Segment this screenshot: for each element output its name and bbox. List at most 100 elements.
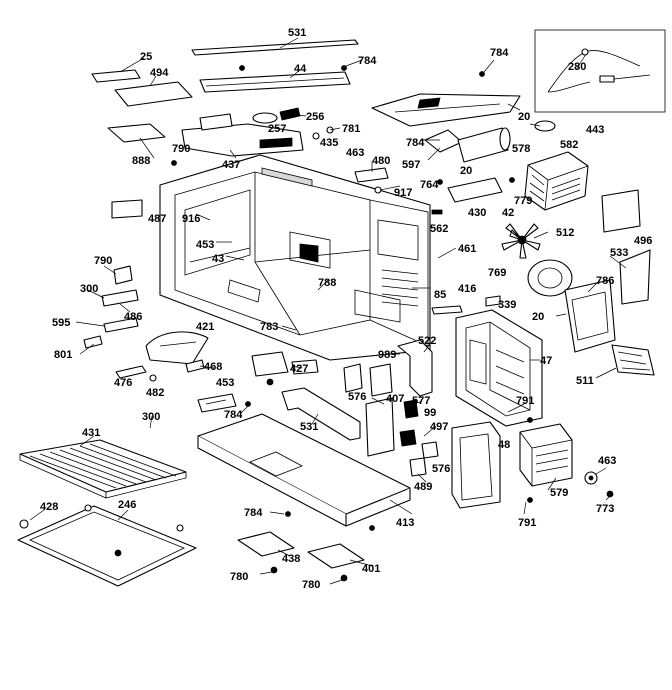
callout-label: 463 xyxy=(598,455,616,467)
part-578 xyxy=(457,127,509,163)
callout-label: 497 xyxy=(430,421,448,433)
callout-label: 489 xyxy=(414,481,432,493)
bracket-25 xyxy=(91,69,141,83)
callout-label: 257 xyxy=(268,123,286,135)
callout-label: 280 xyxy=(568,61,586,73)
callout-label: 256 xyxy=(306,111,324,123)
oven-rack-431 xyxy=(19,439,187,499)
callout-label: 494 xyxy=(150,67,169,79)
callout-label: 562 xyxy=(430,223,448,235)
callout-label: 246 xyxy=(118,499,136,511)
callout-label: 533 xyxy=(610,247,628,259)
callout-label: 407 xyxy=(386,393,404,405)
callout-label: 916 xyxy=(182,213,200,225)
top-rail-part xyxy=(191,39,359,56)
oven-cavity xyxy=(159,154,431,361)
callout-label: 578 xyxy=(512,143,530,155)
frame-786 xyxy=(564,279,616,353)
callout-label: 25 xyxy=(140,51,152,63)
callout-label: 784 xyxy=(490,47,509,59)
callout-label: 786 xyxy=(596,275,614,287)
callout-label: 453 xyxy=(196,239,214,251)
callout-label: 48 xyxy=(498,439,510,451)
callout-label: 531 xyxy=(300,421,318,433)
callout-label: 783 xyxy=(260,321,278,333)
plate-401 xyxy=(307,543,365,569)
callout-label: 764 xyxy=(420,179,439,191)
callout-label: 85 xyxy=(434,289,446,301)
callout-label: 430 xyxy=(468,207,486,219)
callout-label: 989 xyxy=(378,349,396,361)
callout-label: 463 xyxy=(346,147,364,159)
callout-label: 435 xyxy=(320,137,338,149)
callout-label: 438 xyxy=(282,553,300,565)
fan-housing xyxy=(527,259,573,297)
callout-label: 576 xyxy=(432,463,450,475)
callout-label: 788 xyxy=(318,277,336,289)
callout-label: 597 xyxy=(402,159,420,171)
callout-label: 790 xyxy=(94,255,112,267)
callout-label: 20 xyxy=(532,311,544,323)
callout-label: 579 xyxy=(550,487,568,499)
callout-label: 476 xyxy=(114,377,132,389)
callout-label: 443 xyxy=(586,124,604,136)
lower-rail-531 xyxy=(281,387,361,441)
callout-label: 780 xyxy=(230,571,248,583)
callout-label: 791 xyxy=(516,395,534,407)
callout-label: 522 xyxy=(418,335,436,347)
motor-427 xyxy=(251,351,289,377)
callout-label: 427 xyxy=(290,363,308,375)
part-582-blower xyxy=(524,151,589,211)
callout-label: 44 xyxy=(294,63,307,75)
panel-48 xyxy=(451,421,501,509)
plate-438 xyxy=(237,531,295,557)
grommet-443 xyxy=(534,120,556,132)
callout-label: 486 xyxy=(124,311,142,323)
callout-label: 779 xyxy=(514,195,532,207)
callout-label: 531 xyxy=(288,27,306,39)
callout-label: 595 xyxy=(52,317,70,329)
stirrer-cover-421 xyxy=(145,331,209,365)
callout-label: 582 xyxy=(560,139,578,151)
callout-label: 784 xyxy=(358,55,377,67)
callout-label: 461 xyxy=(458,243,476,255)
callout-label: 47 xyxy=(540,355,552,367)
fan-blade-512 xyxy=(501,223,541,259)
callout-label: 773 xyxy=(596,503,614,515)
plate-494 xyxy=(114,81,193,107)
latch-511 xyxy=(611,344,655,376)
callout-label: 416 xyxy=(458,283,476,295)
control-bracket xyxy=(181,123,304,157)
callout-label: 784 xyxy=(224,409,243,421)
callout-label: 99 xyxy=(424,407,436,419)
callout-label: 428 xyxy=(40,501,58,513)
vent-plate xyxy=(371,93,521,127)
callout-label: 769 xyxy=(488,267,506,279)
callout-labels: 531 784 25 494 44 280 784 256 257 781 43… xyxy=(40,27,652,591)
transformer-579 xyxy=(519,423,573,487)
glass-tray-246 xyxy=(17,505,197,587)
callout-label: 801 xyxy=(54,349,72,361)
callout-label: 784 xyxy=(244,507,263,519)
callout-label: 482 xyxy=(146,387,164,399)
callout-label: 20 xyxy=(460,165,472,177)
callout-label: 791 xyxy=(518,517,536,529)
callout-label: 421 xyxy=(196,321,214,333)
callout-label: 487 xyxy=(148,213,166,225)
callout-label: 431 xyxy=(82,427,100,439)
callout-label: 437 xyxy=(222,159,240,171)
callout-label: 468 xyxy=(204,361,222,373)
callout-label: 401 xyxy=(362,563,380,575)
callout-label: 339 xyxy=(498,299,516,311)
callout-label: 888 xyxy=(132,155,150,167)
side-frame-47 xyxy=(455,309,543,427)
callout-label: 511 xyxy=(576,375,594,387)
callout-label: 42 xyxy=(502,207,514,219)
inset-box xyxy=(534,29,666,113)
callout-label: 790 xyxy=(172,143,190,155)
callout-label: 917 xyxy=(394,187,412,199)
callout-label: 43 xyxy=(212,253,224,265)
callout-label: 512 xyxy=(556,227,574,239)
plate-496 xyxy=(601,189,641,233)
